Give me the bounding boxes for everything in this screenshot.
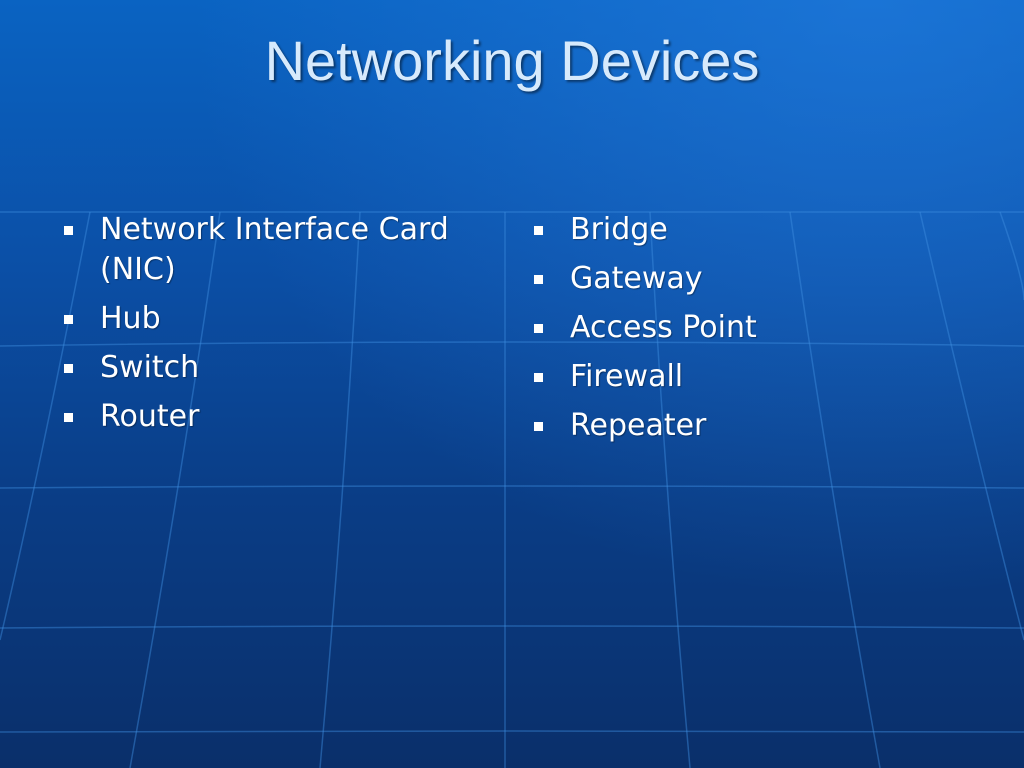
square-bullet-icon (64, 315, 73, 324)
square-bullet-icon (534, 324, 543, 333)
list-item-text: Network Interface Card (NIC) (100, 212, 449, 287)
list-item-text: Access Point (570, 310, 757, 345)
square-bullet-icon (534, 422, 543, 431)
slide-title: Networking Devices (264, 29, 760, 92)
list-item-text: Switch (100, 350, 200, 385)
list-item: Network Interface Card (NIC) (60, 210, 460, 290)
left-bullet-list: Network Interface Card (NIC) Hub Switch … (60, 210, 460, 446)
list-item-text: Router (100, 399, 200, 434)
list-item-text: Firewall (570, 359, 684, 394)
list-item-text: Repeater (570, 408, 707, 443)
list-item: Switch (60, 348, 460, 388)
square-bullet-icon (64, 413, 73, 422)
square-bullet-icon (534, 275, 543, 284)
list-item-text: Bridge (570, 212, 668, 247)
list-item: Gateway (530, 259, 930, 299)
list-item: Access Point (530, 308, 930, 348)
list-item: Firewall (530, 357, 930, 397)
square-bullet-icon (534, 226, 543, 235)
list-item: Router (60, 397, 460, 437)
list-item: Bridge (530, 210, 930, 250)
right-bullet-list: Bridge Gateway Access Point Firewall Rep… (530, 210, 930, 455)
square-bullet-icon (64, 364, 73, 373)
square-bullet-icon (64, 226, 73, 235)
list-item-text: Hub (100, 301, 161, 336)
list-item-text: Gateway (570, 261, 703, 296)
square-bullet-icon (534, 373, 543, 382)
list-item: Hub (60, 299, 460, 339)
list-item: Repeater (530, 406, 930, 446)
